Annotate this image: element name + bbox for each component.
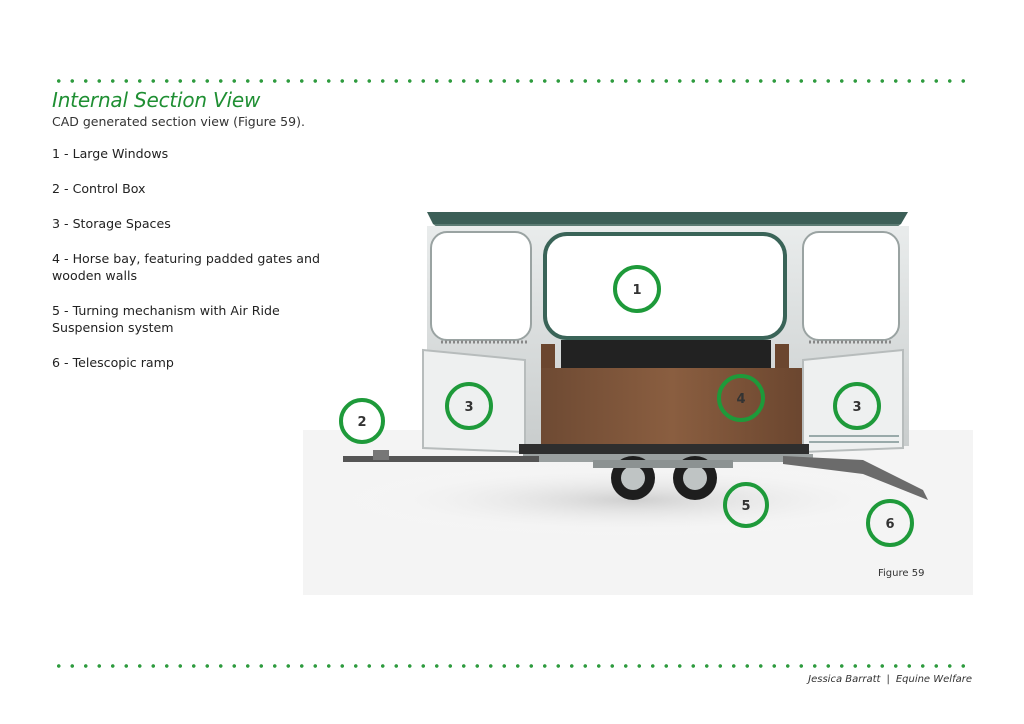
floor-deck: [519, 444, 809, 454]
marker-6: 6: [866, 499, 914, 547]
marker-label: 3: [464, 400, 473, 415]
marker-3-right: 3: [833, 382, 881, 430]
list-item: 1 - Large Windows: [52, 146, 169, 161]
list-item: 5 - Turning mechanism with Air Ride Susp…: [52, 303, 280, 335]
telescopic-ramp: [783, 456, 928, 500]
page-title: Internal Section View: [52, 88, 261, 112]
component-list: 1 - Large Windows 2 - Control Box 3 - St…: [52, 145, 352, 389]
chassis-frame: [523, 454, 813, 462]
marker-label: 2: [357, 415, 366, 430]
right-window: [802, 231, 900, 341]
marker-5: 5: [723, 482, 769, 528]
footer-project: Equine Welfare: [895, 674, 972, 685]
wooden-wall: [541, 368, 803, 444]
control-box-arm: [343, 456, 539, 462]
page-footer: Jessica Barratt | Equine Welfare: [808, 674, 972, 685]
control-panel: [561, 340, 771, 368]
bottom-dotted-rule: [52, 664, 974, 668]
left-window: [430, 231, 532, 341]
figure-caption: Figure 59: [878, 568, 925, 579]
marker-1: 1: [613, 265, 661, 313]
wheel-front-hub: [621, 466, 645, 490]
footer-separator: |: [886, 674, 890, 685]
right-storage-bay: [802, 348, 904, 454]
left-storage-bay: [422, 348, 526, 454]
trailer-section-figure: 1 2 3 3 4 5 6: [303, 212, 973, 595]
large-window: [543, 232, 787, 340]
marker-label: 3: [852, 400, 861, 415]
marker-label: 1: [632, 283, 641, 298]
marker-2: 2: [339, 398, 385, 444]
marker-label: 5: [741, 499, 750, 514]
roof-panel: [427, 212, 908, 224]
marker-label: 4: [736, 392, 745, 407]
list-item: 3 - Storage Spaces: [52, 216, 171, 231]
list-item: 6 - Telescopic ramp: [52, 355, 174, 370]
control-box: [373, 450, 389, 460]
suspension-beam: [593, 460, 733, 468]
top-dotted-rule: [52, 79, 974, 83]
list-item: 4 - Horse bay, featuring padded gates an…: [52, 251, 320, 283]
list-item: 2 - Control Box: [52, 181, 146, 196]
marker-label: 6: [885, 517, 894, 532]
marker-4: 4: [717, 374, 765, 422]
footer-author: Jessica Barratt: [808, 674, 881, 685]
page-subtitle: CAD generated section view (Figure 59).: [52, 114, 305, 129]
marker-3-left: 3: [445, 382, 493, 430]
wheel-rear-hub: [683, 466, 707, 490]
